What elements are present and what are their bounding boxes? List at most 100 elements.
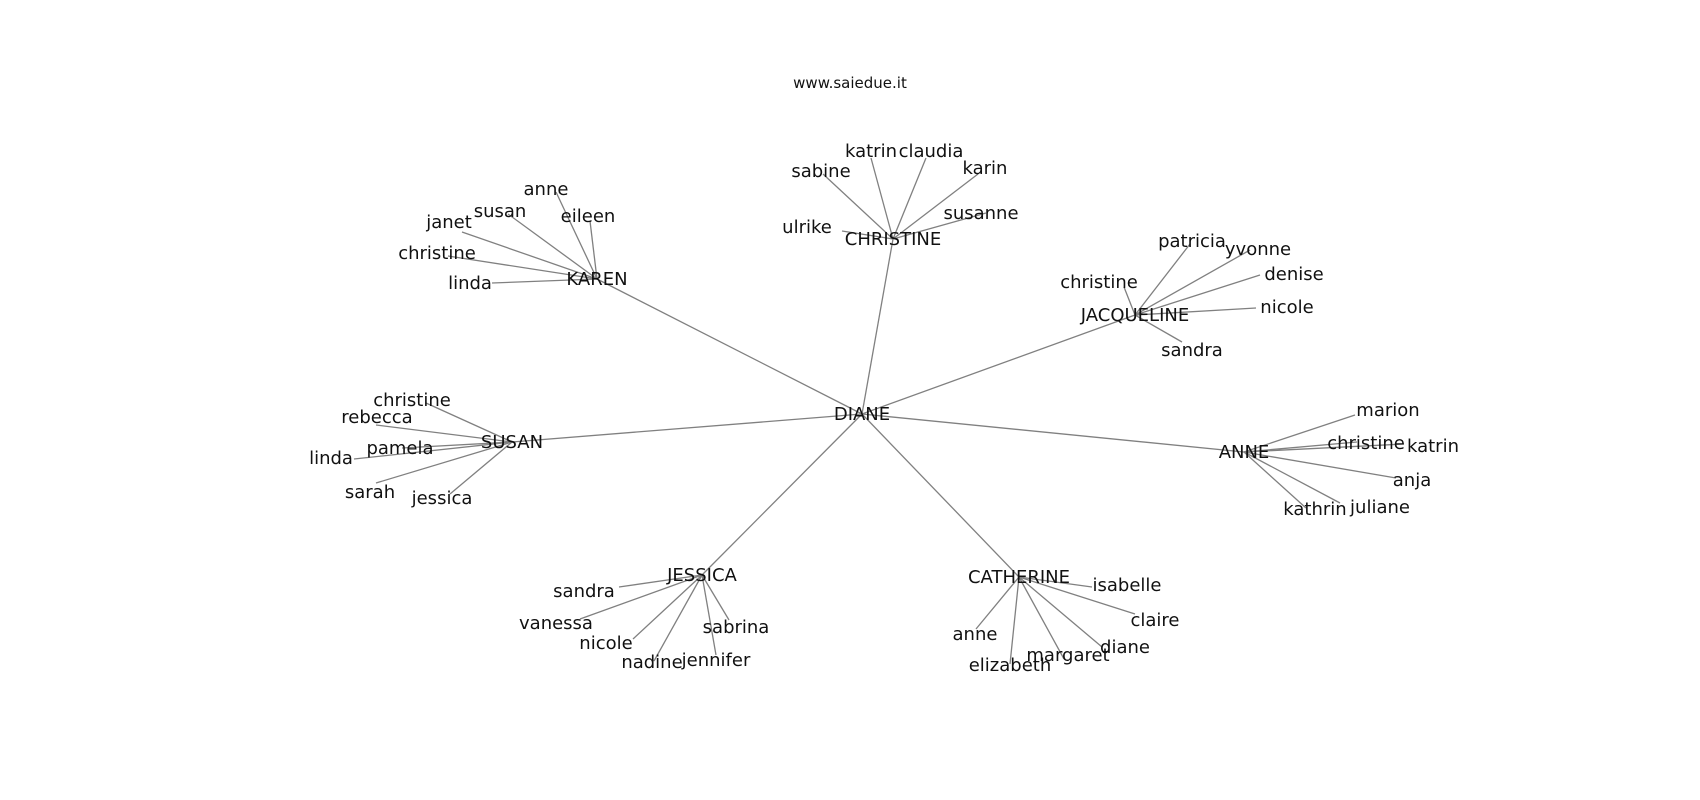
edge-susan-jessica xyxy=(449,441,513,495)
edge-diane-susan xyxy=(511,413,863,443)
edge-christine-sabine xyxy=(822,173,894,240)
edge-catherine-claire xyxy=(1018,576,1136,615)
leaf-node-christine-sabine: sabine xyxy=(791,161,850,182)
edge-susan-sarah xyxy=(375,441,513,484)
leaf-node-christine-susanne: susanne xyxy=(943,203,1018,224)
leaf-node-susan-rebecca: rebecca xyxy=(341,407,412,428)
edge-diane-catherine xyxy=(861,413,1020,578)
leaf-node-jacqueline-denise: denise xyxy=(1264,264,1323,285)
edge-jacqueline-denise xyxy=(1134,274,1261,316)
leaf-node-jacqueline-yvonne: yvonne xyxy=(1225,239,1291,260)
hub-node-jessica: JESSICA xyxy=(666,565,737,586)
leaf-node-jacqueline-sandra: sandra xyxy=(1161,340,1223,361)
edge-diane-karen xyxy=(596,278,863,415)
leaf-node-catherine-margaret: margaret xyxy=(1026,645,1109,666)
hub-node-christine: CHRISTINE xyxy=(845,229,942,250)
leaf-node-catherine-isabelle: isabelle xyxy=(1093,575,1162,596)
leaf-node-christine-katrin: katrin xyxy=(845,141,897,162)
edge-anne-katrin xyxy=(1243,443,1405,453)
edge-anne-anja xyxy=(1243,451,1397,479)
leaf-node-jacqueline-patricia: patricia xyxy=(1158,231,1226,252)
edge-christine-claudia xyxy=(892,157,927,240)
edge-anne-marion xyxy=(1243,414,1356,453)
leaf-node-susan-christine: christine xyxy=(373,390,451,411)
edge-jessica-jennifer xyxy=(701,574,717,656)
edge-anne-kathrin xyxy=(1243,451,1307,509)
leaf-node-karen-eileen: eileen xyxy=(561,206,616,227)
edge-karen-janet xyxy=(461,231,598,280)
leaf-node-susan-linda: linda xyxy=(309,448,353,469)
leaf-node-jessica-sabrina: sabrina xyxy=(703,617,770,638)
edge-jessica-sabrina xyxy=(701,574,730,621)
edge-diane-jessica xyxy=(701,413,863,576)
leaf-node-catherine-claire: claire xyxy=(1130,610,1179,631)
edge-karen-eileen xyxy=(589,220,598,280)
edge-christine-susanne xyxy=(892,212,987,240)
edge-christine-katrin xyxy=(870,157,894,240)
edge-jessica-nicole xyxy=(632,574,703,640)
leaf-node-karen-linda: linda xyxy=(448,273,492,294)
leaf-node-jessica-vanessa: vanessa xyxy=(519,613,593,634)
edge-karen-anne xyxy=(555,191,598,280)
leaf-node-anne-juliane: juliane xyxy=(1349,497,1410,518)
edge-jacqueline-nicole xyxy=(1134,307,1257,316)
leaf-node-anne-katrin: katrin xyxy=(1407,436,1459,457)
hub-node-karen: KAREN xyxy=(566,269,627,290)
leaf-node-jessica-sandra: sandra xyxy=(553,581,615,602)
edge-christine-karin xyxy=(892,173,979,240)
edge-christine-ulrike xyxy=(841,230,894,240)
leaf-node-christine-karin: karin xyxy=(963,158,1008,179)
edge-jessica-sandra xyxy=(618,574,703,588)
edges xyxy=(353,157,1405,665)
leaf-node-jacqueline-nicole: nicole xyxy=(1260,297,1313,318)
leaf-node-karen-anne: anne xyxy=(524,179,569,200)
leaf-node-jessica-nadine: nadine xyxy=(621,652,682,673)
leaf-node-karen-janet: janet xyxy=(425,212,472,233)
hub-node-susan: SUSAN xyxy=(481,432,543,453)
edge-catherine-elizabeth xyxy=(1009,576,1020,665)
edge-jacqueline-christine xyxy=(1123,286,1136,316)
edge-diane-anne xyxy=(861,413,1245,453)
leaf-node-karen-christine: christine xyxy=(398,243,476,264)
edge-karen-linda xyxy=(491,278,598,284)
leaf-node-susan-sarah: sarah xyxy=(345,482,395,503)
leaf-node-anne-anja: anja xyxy=(1393,470,1431,491)
diagram-title: www.saiedue.it xyxy=(793,74,907,92)
root-node-label: DIANE xyxy=(834,404,890,425)
leaf-node-catherine-elizabeth: elizabeth xyxy=(969,655,1052,676)
leaf-node-susan-pamela: pamela xyxy=(366,438,433,459)
edge-jacqueline-sandra xyxy=(1134,314,1183,343)
edge-jacqueline-yvonne xyxy=(1134,249,1251,316)
hub-node-anne: ANNE xyxy=(1219,442,1270,463)
leaf-node-jessica-nicole: nicole xyxy=(579,633,632,654)
leaf-node-christine-claudia: claudia xyxy=(899,141,964,162)
leaf-node-jessica-jennifer: jennifer xyxy=(681,650,751,671)
leaf-node-anne-marion: marion xyxy=(1356,400,1419,421)
leaf-node-christine-ulrike: ulrike xyxy=(782,217,832,238)
edge-anne-juliane xyxy=(1243,451,1341,504)
edge-susan-rebecca xyxy=(375,424,513,443)
edge-catherine-anne xyxy=(975,576,1020,630)
leaf-node-susan-jessica: jessica xyxy=(411,488,473,509)
edge-diane-jacqueline xyxy=(861,314,1136,415)
leaf-node-catherine-anne: anne xyxy=(953,624,998,645)
edge-susan-christine xyxy=(425,402,513,443)
edge-anne-christine xyxy=(1243,441,1358,453)
leaf-node-catherine-diane: diane xyxy=(1100,637,1150,658)
hub-node-jacqueline: JACQUELINE xyxy=(1080,305,1189,326)
leaf-node-karen-susan: susan xyxy=(474,201,527,222)
edge-catherine-isabelle xyxy=(1018,576,1093,588)
leaf-node-anne-kathrin: kathrin xyxy=(1283,499,1346,520)
edge-catherine-diane xyxy=(1018,576,1103,648)
edge-karen-christine xyxy=(447,255,598,280)
edge-catherine-margaret xyxy=(1018,576,1065,660)
hub-node-catherine: CATHERINE xyxy=(968,567,1070,588)
edge-diane-christine xyxy=(861,238,894,415)
edge-jacqueline-patricia xyxy=(1134,243,1191,316)
edge-karen-susan xyxy=(507,213,598,280)
edge-susan-pamela xyxy=(401,441,513,449)
edge-jessica-nadine xyxy=(653,574,703,662)
edge-jessica-vanessa xyxy=(579,574,703,620)
